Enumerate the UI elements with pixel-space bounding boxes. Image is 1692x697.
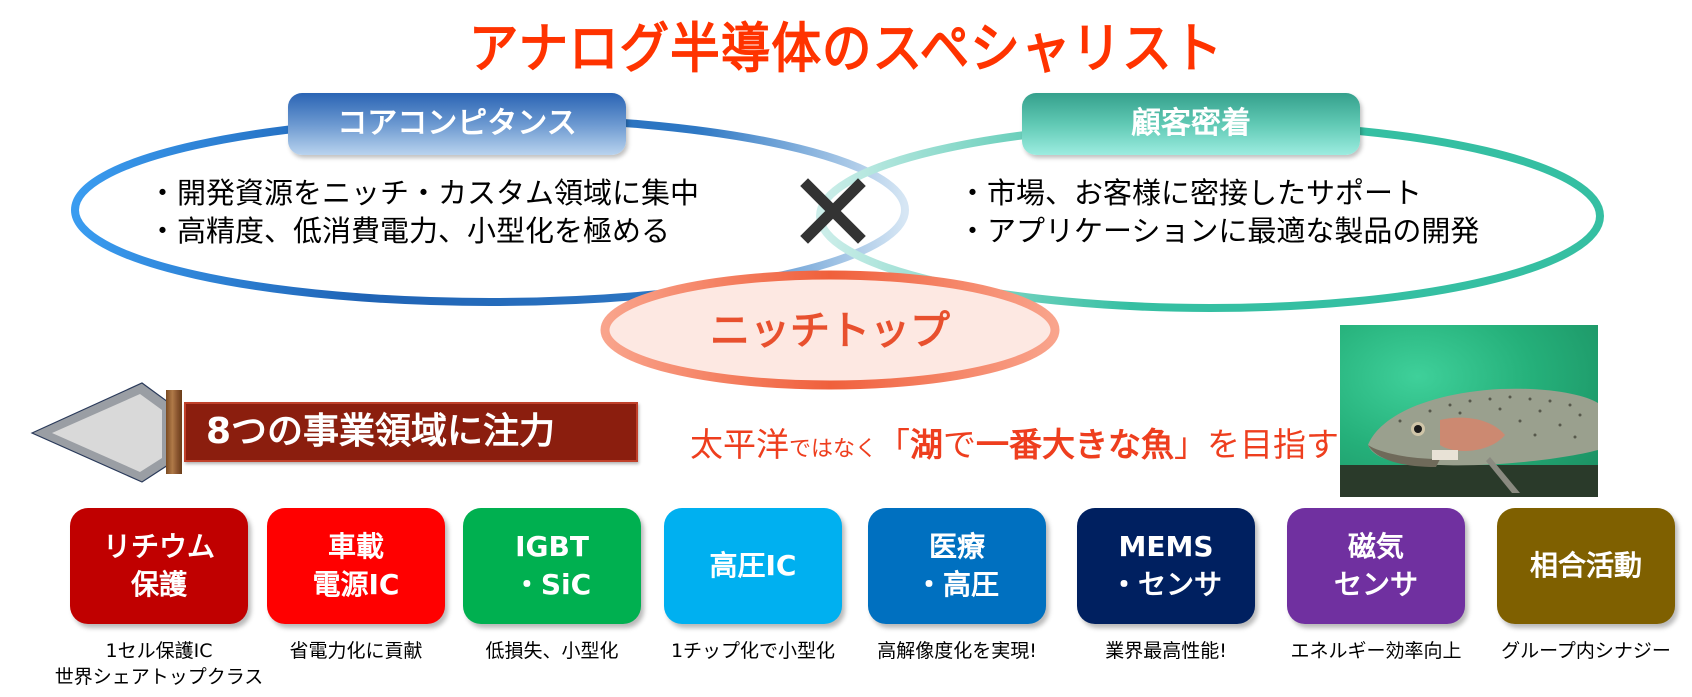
domain-magnetic-sensor: 磁気 センサ (1287, 508, 1465, 624)
cross-icon (800, 178, 866, 244)
niche-top-label: ニッチトップ (710, 308, 950, 354)
customer-focus-bullets: ・市場、お客様に密接したサポート ・アプリケーションに最適な製品の開発 (958, 174, 1479, 250)
domain-group-synergy: 相合活動 (1497, 508, 1675, 624)
domain-desc-magnetic: エネルギー効率向上 (1290, 640, 1462, 662)
domain-medical-high-voltage: 医療 ・高圧 (868, 508, 1046, 624)
domain-desc-automotive: 省電力化に貢献 (289, 640, 423, 662)
domain-desc-medical: 高解像度化を実現! (877, 640, 1037, 662)
bullet-item: ・市場、お客様に密接したサポート (958, 176, 1423, 210)
domain-mems-sensor: MEMS ・センサ (1077, 508, 1255, 624)
slogan: 太平洋ではなく「湖で一番大きな魚」を目指す (690, 425, 1340, 464)
domain-igbt-sic: IGBT ・SiC (463, 508, 641, 624)
arrow-head-icon (30, 382, 169, 483)
signpost-pole (166, 390, 182, 474)
domain-lithium-protection: リチウム 保護 (70, 508, 248, 624)
trout-photo (1340, 325, 1598, 497)
domain-desc-mems: 業界最高性能! (1105, 640, 1227, 662)
domain-desc-synergy: グループ内シナジー (1501, 640, 1671, 662)
core-competence-label: コアコンピタンス (288, 93, 626, 155)
fish-icon (1340, 388, 1598, 497)
domain-automotive-power-ic: 車載 電源IC (267, 508, 445, 624)
bullet-item: ・高精度、低消費電力、小型化を極める (148, 214, 671, 248)
customer-focus-label: 顧客密着 (1022, 93, 1360, 155)
domain-desc-igbt: 低損失、小型化 (485, 640, 619, 662)
bullet-item: ・アプリケーションに最適な製品の開発 (958, 214, 1480, 248)
domain-high-voltage-ic: 高圧IC (664, 508, 842, 624)
domain-desc-lithium: 1セル保護IC 世界シェアトップクラス (54, 640, 264, 688)
niche-top-ellipse (600, 270, 1060, 390)
business-domains-banner: 8つの事業領域に注力 (184, 402, 638, 462)
core-competence-bullets: ・開発資源をニッチ・カスタム領域に集中 ・高精度、低消費電力、小型化を極める (148, 174, 699, 250)
page-title: アナログ半導体のスペシャリスト (468, 17, 1224, 80)
domain-desc-high-voltage: 1チップ化で小型化 (670, 640, 836, 662)
bullet-item: ・開発資源をニッチ・カスタム領域に集中 (148, 176, 700, 210)
